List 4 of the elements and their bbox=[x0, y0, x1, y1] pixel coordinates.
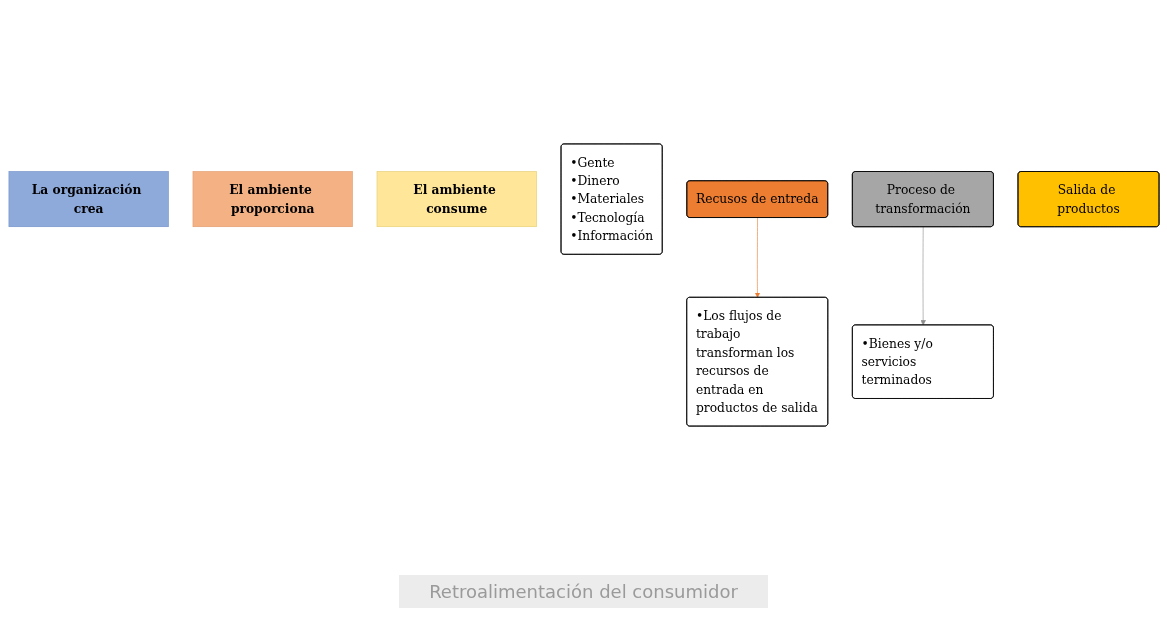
node-box: El ambiente proporciona bbox=[192, 171, 353, 228]
feedback-band: Retroalimentación del consumidor bbox=[399, 575, 768, 608]
node-box: La organización crea bbox=[8, 171, 169, 228]
node-box: El ambiente consume bbox=[376, 171, 537, 228]
